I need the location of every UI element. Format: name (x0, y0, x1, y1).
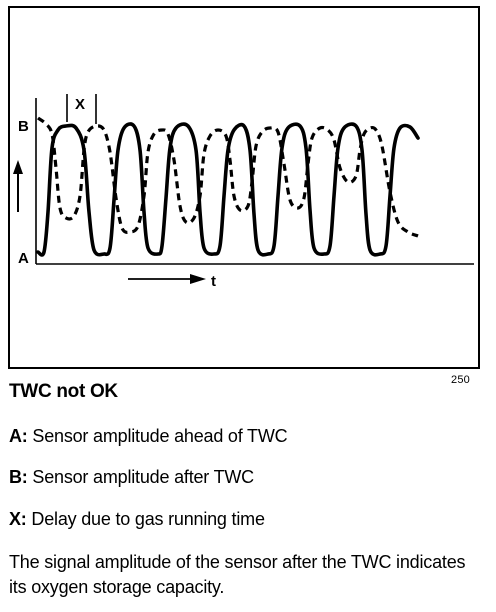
legend-b-text: Sensor amplitude after TWC (27, 467, 254, 487)
legend-x-key: X: (9, 509, 27, 529)
figure-number: 250 (451, 374, 470, 386)
legend-b: B: Sensor amplitude after TWC (9, 467, 254, 488)
figure-frame (8, 6, 480, 369)
legend-x-text: Delay due to gas running time (26, 509, 265, 529)
label-a: A (18, 250, 29, 267)
signal-ahead-of-twc (36, 122, 420, 257)
signal-after-twc (37, 116, 419, 238)
amplitude-arrow-icon (13, 160, 23, 212)
legend-b-key: B: (9, 467, 28, 487)
label-b: B (18, 118, 29, 135)
label-t: t (211, 273, 216, 290)
legend-x: X: Delay due to gas running time (9, 509, 265, 530)
delay-marker-ticks (66, 94, 97, 124)
legend-a-key: A: (9, 426, 28, 446)
description-text: The signal amplitude of the sensor after… (9, 552, 466, 597)
signal-diagram: B A X t (13, 94, 474, 290)
label-x: X (75, 96, 85, 113)
time-arrow-icon (128, 274, 206, 284)
caption-title: TWC not OK (9, 381, 118, 402)
legend-a-text: Sensor amplitude ahead of TWC (27, 426, 288, 446)
legend-a: A: Sensor amplitude ahead of TWC (9, 426, 288, 447)
